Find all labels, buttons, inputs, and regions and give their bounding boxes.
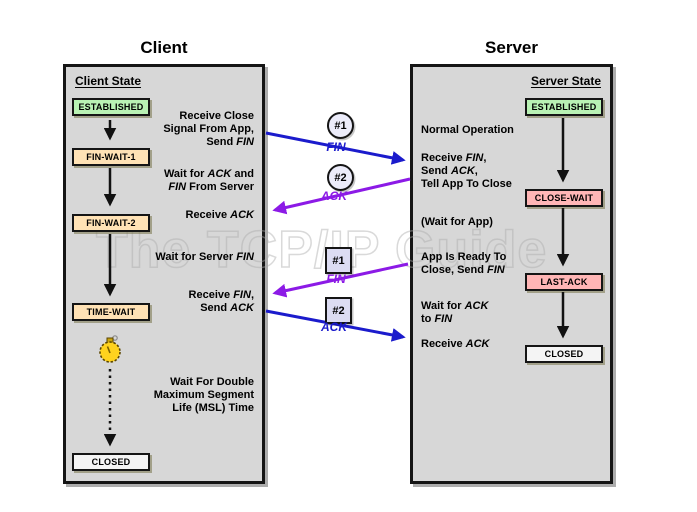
client-state-closed: CLOSED — [72, 453, 150, 471]
server-title: Server — [485, 38, 538, 57]
client-panel: Client State ESTABLISHED FIN-WAIT-1 FIN-… — [63, 64, 265, 484]
server-panel: Server State ESTABLISHED CLOSE-WAIT LAST… — [410, 64, 613, 484]
server-anno-receive-fin: Receive FIN,Send ACK,Tell App To Close — [421, 152, 512, 190]
client-state-fin-wait-1: FIN-WAIT-1 — [72, 148, 150, 166]
client-title: Client — [140, 38, 188, 57]
server-state-last-ack: LAST-ACK — [525, 273, 603, 291]
message-4-ack-label: ACK — [321, 320, 347, 334]
message-1-badge: #1 — [327, 112, 354, 139]
client-anno-receive-ack: Receive ACK — [185, 209, 255, 221]
server-anno-wait-for-app: (Wait for App) — [421, 216, 493, 228]
client-anno-receive-fin-send-ack: Receive FIN,Send ACK — [188, 289, 254, 314]
client-panel-heading: Client State — [75, 74, 142, 88]
message-3-fin-label: FIN — [326, 272, 346, 286]
server-state-established: ESTABLISHED — [525, 98, 603, 116]
client-state-time-wait: TIME-WAIT — [72, 303, 150, 321]
client-anno-wait-server-fin: Wait for Server FIN — [155, 251, 254, 263]
message-3-badge: #1 — [325, 247, 352, 274]
client-state-fin-wait-2: FIN-WAIT-2 — [72, 214, 150, 232]
server-state-closed: CLOSED — [525, 345, 603, 363]
client-state-established: ESTABLISHED — [72, 98, 150, 116]
server-panel-heading: Server State — [530, 74, 601, 88]
message-1-fin-label: FIN — [326, 140, 346, 154]
message-2-ack-label: ACK — [321, 189, 347, 203]
server-state-close-wait: CLOSE-WAIT — [525, 189, 603, 207]
server-anno-receive-ack: Receive ACK — [421, 338, 490, 350]
message-2-badge: #2 — [327, 164, 354, 191]
server-anno-normal-operation: Normal Operation — [421, 124, 514, 136]
